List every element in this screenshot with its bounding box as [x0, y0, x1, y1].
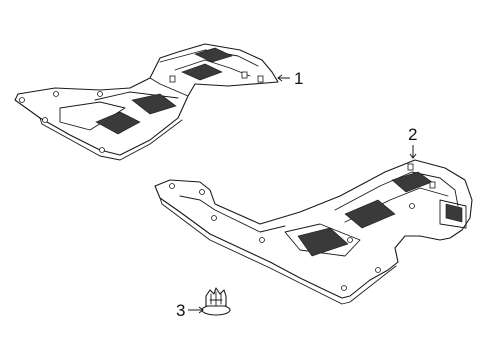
callout-3: 3 [176, 301, 204, 320]
part-1-front-undercover [14, 43, 279, 161]
callout-3-label: 3 [176, 301, 185, 320]
callout-2: 2 [408, 125, 417, 159]
part-2-rear-undercover [154, 159, 473, 305]
callout-1-label: 1 [294, 69, 303, 88]
callout-1: 1 [277, 69, 303, 88]
part-3-clip [201, 287, 231, 316]
callout-2-label: 2 [408, 125, 417, 144]
